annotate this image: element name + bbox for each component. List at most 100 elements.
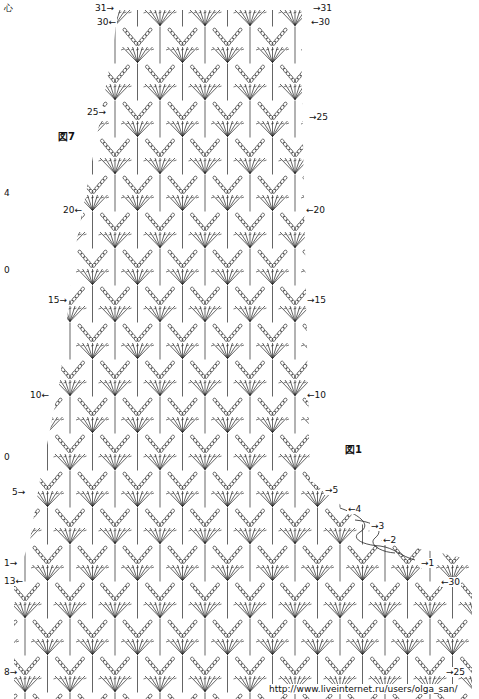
- stitch-tick: [86, 49, 89, 50]
- stitch-tick: [16, 197, 19, 198]
- stitch-tick: [334, 234, 337, 235]
- chain-stitch: [193, 142, 198, 147]
- chain-stitch: [373, 27, 378, 32]
- double-crochet: [65, 158, 70, 174]
- chain-stitch: [364, 259, 369, 264]
- stitch-tick: [34, 234, 37, 235]
- chain-stitch: [94, 259, 99, 264]
- stitch-tick: [101, 49, 104, 50]
- chain-stitch: [373, 68, 378, 73]
- chain-stitch: [235, 138, 240, 143]
- chain-stitch: [86, 185, 91, 190]
- double-crochet: [25, 84, 30, 100]
- double-crochet: [430, 158, 435, 174]
- double-crochet: [48, 47, 53, 63]
- chain-stitch: [229, 37, 234, 42]
- chain-stitch: [240, 293, 245, 298]
- chain-stitch: [77, 68, 82, 73]
- chain-stitch: [77, 249, 82, 254]
- stitch-tick: [104, 160, 107, 161]
- chain-stitch: [353, 182, 358, 187]
- stitch-tick: [339, 234, 342, 235]
- chain-stitch: [122, 249, 127, 254]
- chain-stitch: [117, 74, 122, 79]
- double-crochet: [380, 84, 385, 100]
- stitch-tick: [396, 197, 399, 198]
- chain-stitch: [100, 138, 105, 143]
- stitch-tick: [79, 160, 82, 161]
- chain-stitch: [35, 179, 40, 184]
- chain-stitch: [21, 152, 26, 157]
- chain-stitch: [260, 253, 265, 258]
- chain-stitch: [468, 296, 473, 301]
- chain-stitch: [176, 259, 181, 264]
- stitch-tick: [446, 197, 449, 198]
- chain-stitch: [446, 259, 451, 264]
- double-crochet: [318, 47, 323, 63]
- chain-stitch: [465, 71, 470, 76]
- chain-stitch: [77, 216, 82, 221]
- chain-stitch: [387, 148, 392, 153]
- stitch-tick: [34, 12, 37, 13]
- double-crochet: [453, 121, 468, 137]
- chain-stitch: [263, 108, 268, 113]
- chain-stitch: [229, 259, 234, 264]
- stitch-tick: [29, 160, 32, 161]
- chain-stitch: [173, 182, 178, 187]
- stitch-tick: [99, 234, 102, 235]
- chain-stitch: [212, 249, 217, 254]
- stitch-tick: [216, 49, 219, 50]
- stitch-tick: [84, 86, 87, 87]
- stitch-tick: [279, 160, 282, 161]
- double-crochet: [475, 232, 479, 248]
- double-crochet: [430, 232, 435, 248]
- stitch-tick: [436, 123, 439, 124]
- stitch-tick: [286, 123, 289, 124]
- chain-stitch: [49, 111, 54, 116]
- stitch-tick: [389, 160, 392, 161]
- chain-stitch: [423, 74, 428, 79]
- chain-stitch: [153, 148, 158, 153]
- chain-stitch: [328, 175, 333, 180]
- chain-stitch: [463, 175, 468, 180]
- stitch-tick: [256, 197, 259, 198]
- stitch-tick: [256, 49, 259, 50]
- double-crochet: [48, 121, 53, 137]
- stitch-tick: [356, 123, 359, 124]
- stitch-tick: [19, 308, 22, 309]
- double-crochet: [353, 121, 363, 137]
- stitch-tick: [234, 12, 237, 13]
- stitch-grid: [0, 8, 479, 699]
- chain-stitch: [117, 148, 122, 153]
- stitch-tick: [99, 160, 102, 161]
- stitch-tick: [76, 49, 79, 50]
- stitch-tick: [29, 234, 32, 235]
- chain-stitch: [440, 212, 445, 217]
- double-crochet: [408, 195, 423, 211]
- chain-stitch: [359, 189, 364, 194]
- chain-stitch: [58, 27, 63, 32]
- chain-stitch: [215, 286, 220, 291]
- double-crochet: [393, 121, 408, 137]
- double-crochet: [443, 269, 453, 285]
- chain-stitch: [420, 71, 425, 76]
- double-crochet: [325, 158, 340, 174]
- double-crochet: [363, 121, 378, 137]
- stitch-tick: [469, 86, 472, 87]
- chain-stitch: [128, 34, 133, 39]
- double-crochet: [340, 158, 345, 174]
- double-crochet: [420, 232, 430, 248]
- chain-stitch: [398, 34, 403, 39]
- chain-stitch: [148, 27, 153, 32]
- chain-stitch: [260, 105, 265, 110]
- stitch-tick: [76, 271, 79, 272]
- chain-stitch: [240, 71, 245, 76]
- double-crochet: [438, 47, 453, 63]
- chain-stitch: [148, 68, 153, 73]
- chain-stitch: [58, 216, 63, 221]
- double-crochet: [415, 84, 430, 100]
- chain-stitch: [176, 111, 181, 116]
- chain-stitch: [13, 249, 18, 254]
- double-crochet: [20, 232, 25, 248]
- double-crochet: [425, 232, 430, 248]
